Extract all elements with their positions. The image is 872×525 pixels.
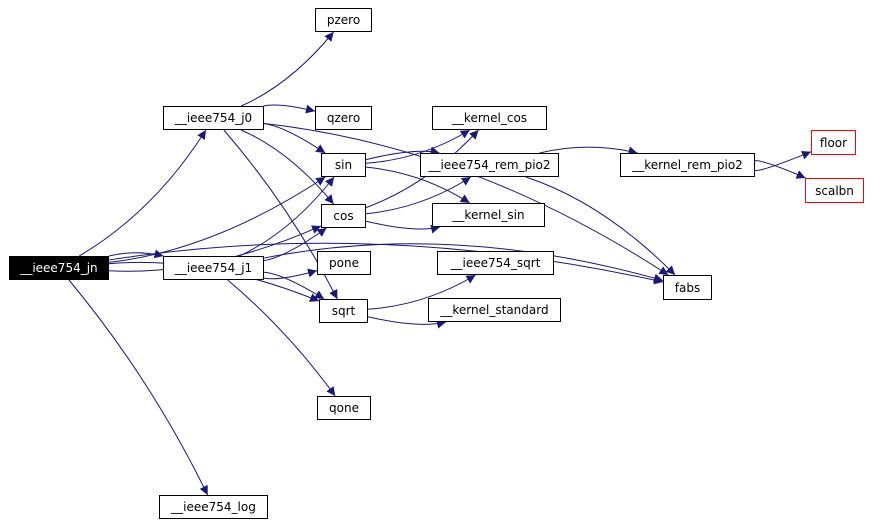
node-sin[interactable]: sin <box>321 153 366 177</box>
edge-jn-to-log <box>68 279 209 496</box>
edge-j1-to-pone <box>263 268 318 280</box>
edge-sin-to-ksin <box>365 166 470 204</box>
node-pzero[interactable]: pzero <box>315 8 372 32</box>
node-ieee754-j0[interactable]: __ieee754_j0 <box>163 106 264 130</box>
edge-cos-to-rempio2 <box>365 176 472 215</box>
edge-rempio2-to-krempio2 <box>539 146 638 156</box>
edge-krempio2-to-scalbn <box>754 160 806 179</box>
edge-j1-to-fabs <box>263 243 664 283</box>
edge-sin-to-rempio2 <box>365 146 440 161</box>
node-cos[interactable]: cos <box>321 204 366 228</box>
edge-j0-to-cos <box>240 129 334 205</box>
node-qzero[interactable]: qzero <box>315 106 372 130</box>
node-qone[interactable]: qone <box>317 396 371 420</box>
node-pone[interactable]: pone <box>317 251 371 275</box>
node-floor[interactable]: floor <box>811 130 856 155</box>
edge-j0-to-pzero <box>240 31 334 107</box>
node-sqrt[interactable]: sqrt <box>319 299 368 323</box>
node-scalbn[interactable]: scalbn <box>805 178 864 203</box>
node-ieee754-sqrt[interactable]: __ieee754_sqrt <box>437 251 554 275</box>
edge-jn-to-j0 <box>78 129 207 257</box>
edge-jn-to-sin <box>108 176 326 263</box>
edge-jn-to-j1 <box>108 249 164 259</box>
node-kernel-cos[interactable]: __kernel_cos <box>432 106 547 130</box>
node-ieee754-log[interactable]: __ieee754_log <box>159 495 268 519</box>
node-ieee754-jn: __ieee754_jn <box>9 256 109 280</box>
edge-j1-to-sin <box>239 176 335 257</box>
node-kernel-sin[interactable]: __kernel_sin <box>432 203 545 227</box>
edge-j0-to-qzero <box>263 104 316 114</box>
node-kernel-standard[interactable]: __kernel_standard <box>428 298 561 322</box>
edge-sin-to-kcos <box>365 129 471 164</box>
edge-j1-to-qone <box>227 279 336 397</box>
node-ieee754-j1[interactable]: __ieee754_j1 <box>163 256 264 280</box>
edge-sqrt-to-isqrt <box>367 274 476 310</box>
edge-cos-to-ksin <box>365 220 441 234</box>
edge-j0-to-sqrt <box>223 129 338 300</box>
edge-rempio2-to-fabs <box>525 176 676 276</box>
edge-krempio2-to-floor <box>754 150 812 172</box>
edge-j1-to-sqrt <box>263 271 325 300</box>
edge-sqrt-to-kstd <box>367 316 447 329</box>
node-fabs[interactable]: fabs <box>663 275 712 300</box>
node-kernel-rem-pio2[interactable]: __kernel_rem_pio2 <box>620 153 755 177</box>
edge-j1-to-cos <box>263 227 327 262</box>
node-ieee754-rem-pio2[interactable]: __ieee754_rem_pio2 <box>420 153 559 177</box>
